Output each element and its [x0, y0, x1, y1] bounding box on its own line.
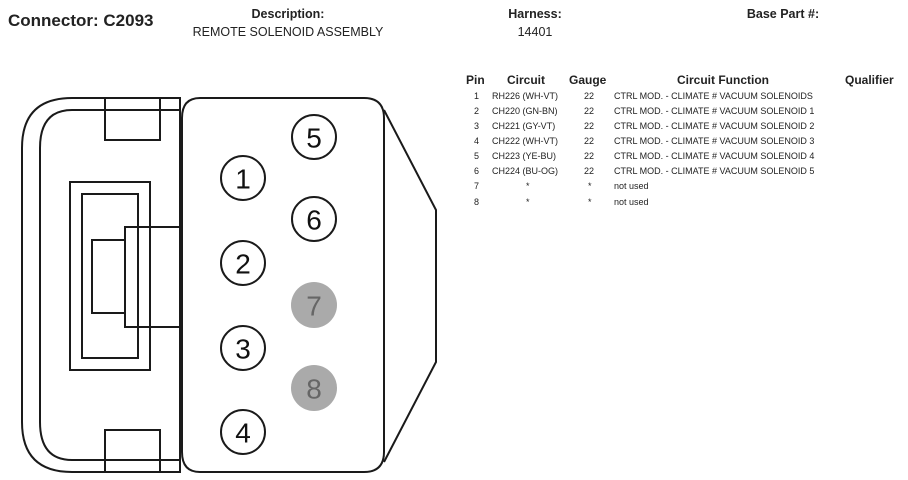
- harness-label: Harness:: [508, 7, 562, 21]
- row-function: CTRL MOD. - CLIMATE # VACUUM SOLENOID 4: [614, 151, 815, 161]
- svg-text:4: 4: [235, 418, 251, 449]
- row-pin: 5: [474, 151, 480, 161]
- row-circuit: CH223 (YE-BU): [492, 151, 557, 161]
- row-gauge: 22: [584, 91, 595, 101]
- svg-text:5: 5: [306, 123, 322, 154]
- svg-text:7: 7: [306, 291, 322, 322]
- row-function: CTRL MOD. - CLIMATE # VACUUM SOLENOIDS: [614, 91, 813, 101]
- connector-pin-face: [181, 97, 385, 473]
- row-circuit: *: [526, 181, 530, 191]
- connector-bottom-latch: [104, 429, 161, 472]
- connector-lock-window: [69, 181, 151, 371]
- connector-lock-window-inner: [81, 193, 139, 359]
- row-pin: 2: [474, 106, 480, 116]
- row-gauge: 22: [584, 106, 595, 116]
- row-circuit: CH222 (WH-VT): [492, 136, 559, 146]
- connector-lock-tab-body: [124, 226, 183, 328]
- row-function: CTRL MOD. - CLIMATE # VACUUM SOLENOID 2: [614, 121, 815, 131]
- row-gauge: 22: [584, 151, 595, 161]
- row-pin: 1: [474, 91, 480, 101]
- col-gauge: Gauge: [569, 73, 607, 87]
- row-gauge: *: [588, 181, 592, 191]
- svg-text:1: 1: [235, 164, 251, 195]
- pin-6: 6: [291, 196, 337, 242]
- row-gauge: *: [588, 197, 592, 207]
- row-circuit: CH224 (BU-OG): [492, 166, 559, 176]
- svg-text:3: 3: [235, 334, 251, 365]
- base-part-label: Base Part #:: [746, 7, 820, 21]
- col-circuit-function: Circuit Function: [677, 73, 769, 87]
- pin-3: 3: [220, 325, 266, 371]
- pin-8: 8: [291, 365, 337, 411]
- connector-inner-rim: [39, 109, 180, 461]
- row-gauge: 22: [584, 136, 595, 146]
- col-pin: Pin: [466, 73, 485, 87]
- pin-7: 7: [291, 282, 337, 328]
- row-pin: 7: [474, 181, 480, 191]
- connector-title: Connector: C2093: [8, 11, 154, 30]
- svg-text:6: 6: [306, 205, 322, 236]
- svg-text:2: 2: [235, 249, 251, 280]
- row-gauge: 22: [584, 166, 595, 176]
- row-circuit: CH220 (GN-BN): [492, 106, 558, 116]
- row-function: CTRL MOD. - CLIMATE # VACUUM SOLENOID 1: [614, 106, 815, 116]
- pin-2: 2: [220, 240, 266, 286]
- row-pin: 6: [474, 166, 480, 176]
- row-circuit: CH221 (GY-VT): [492, 121, 556, 131]
- row-function: CTRL MOD. - CLIMATE # VACUUM SOLENOID 3: [614, 136, 815, 146]
- row-circuit: RH226 (WH-VT): [492, 91, 559, 101]
- description-label: Description:: [251, 7, 325, 21]
- row-pin: 8: [474, 197, 480, 207]
- pin-4: 4: [220, 409, 266, 455]
- col-circuit: Circuit: [507, 73, 546, 87]
- row-pin: 3: [474, 121, 480, 131]
- row-pin: 4: [474, 136, 480, 146]
- row-function: not used: [614, 181, 649, 191]
- row-function: not used: [614, 197, 649, 207]
- pin-5: 5: [291, 114, 337, 160]
- svg-text:8: 8: [306, 374, 322, 405]
- connector-lock-tab: [91, 239, 126, 314]
- connector-top-latch: [104, 98, 161, 141]
- connector-diagram: 1 2 3 4 5 6 7 8: [21, 97, 437, 473]
- description-value: REMOTE SOLENOID ASSEMBLY: [192, 25, 384, 39]
- connector-key-wedge: [383, 109, 437, 463]
- col-qualifier: Qualifier: [845, 73, 894, 87]
- connector-outer-shell: [21, 97, 181, 473]
- row-gauge: 22: [584, 121, 595, 131]
- row-circuit: *: [526, 197, 530, 207]
- pin-1: 1: [220, 155, 266, 201]
- row-function: CTRL MOD. - CLIMATE # VACUUM SOLENOID 5: [614, 166, 815, 176]
- harness-value: 14401: [517, 25, 553, 39]
